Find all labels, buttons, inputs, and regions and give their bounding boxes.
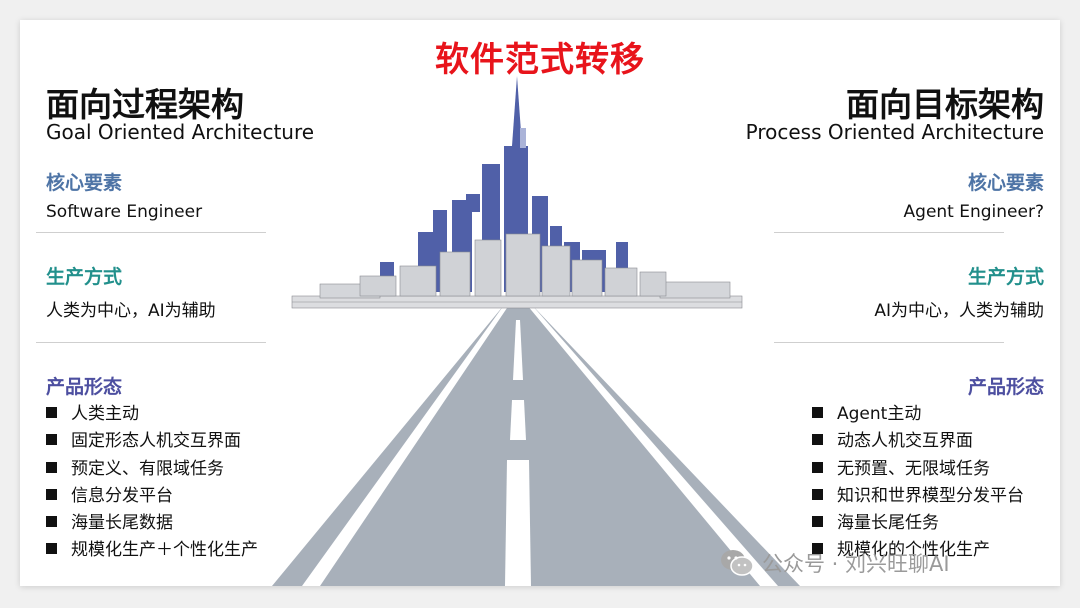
square-bullet-icon <box>46 407 57 418</box>
right-title: 面向目标架构 <box>846 85 1044 124</box>
watermark-text: 公众号 · 刘兴旺聊AI <box>762 552 950 576</box>
list-item: 预定义、有限域任务 <box>46 456 258 483</box>
watermark: 公众号 · 刘兴旺聊AI <box>720 548 950 578</box>
left-divider-2 <box>36 342 266 343</box>
square-bullet-icon <box>812 407 823 418</box>
square-bullet-icon <box>46 488 57 500</box>
square-bullet-icon <box>812 461 823 473</box>
left-form-list: 人类主动 固定形态人机交互界面 预定义、有限域任务 信息分发平台 海量长尾数据 … <box>46 401 258 565</box>
list-item: 动态人机交互界面 <box>812 428 1024 455</box>
list-item: 规模化生产＋个性化生产 <box>46 537 258 564</box>
right-core-heading: 核心要素 <box>967 172 1044 194</box>
square-bullet-icon <box>46 516 57 528</box>
list-item: 固定形态人机交互界面 <box>46 428 258 455</box>
right-divider-1 <box>774 232 1004 233</box>
left-title: 面向过程架构 <box>46 85 244 124</box>
left-core-text: Software Engineer <box>46 202 203 222</box>
list-item: 人类主动 <box>46 401 258 428</box>
right-divider-2 <box>774 342 1004 343</box>
wechat-icon <box>720 549 754 577</box>
left-core-heading: 核心要素 <box>46 172 123 194</box>
square-bullet-icon <box>46 543 57 555</box>
city-skyline-illustration <box>291 76 743 309</box>
square-bullet-icon <box>812 516 823 528</box>
left-subtitle: Goal Oriented Architecture <box>46 120 315 144</box>
left-divider-1 <box>36 232 266 233</box>
right-core-text: Agent Engineer? <box>903 202 1044 222</box>
square-bullet-icon <box>812 488 823 500</box>
list-item: 海量长尾数据 <box>46 510 258 537</box>
list-item: 规模化的个性化生产 <box>812 537 1024 564</box>
road-illustration <box>272 305 800 586</box>
right-form-heading: 产品形态 <box>967 376 1044 398</box>
left-form-heading: 产品形态 <box>46 376 123 398</box>
left-production-text: 人类为中心，AI为辅助 <box>46 301 216 321</box>
list-item: 海量长尾任务 <box>812 510 1024 537</box>
list-item: Agent主动 <box>812 401 1024 428</box>
page-title: 软件范式转移 <box>435 40 645 80</box>
square-bullet-icon <box>46 434 57 446</box>
list-item: 无预置、无限域任务 <box>812 456 1024 483</box>
right-form-list: Agent主动 动态人机交互界面 无预置、无限域任务 知识和世界模型分发平台 海… <box>812 401 1024 565</box>
city-road-illustration <box>272 76 800 586</box>
square-bullet-icon <box>46 461 57 473</box>
left-production-heading: 生产方式 <box>46 266 123 288</box>
square-bullet-icon <box>812 434 823 446</box>
list-item: 知识和世界模型分发平台 <box>812 483 1024 510</box>
list-item: 信息分发平台 <box>46 483 258 510</box>
slide: 软件范式转移 面向过程架构 Goal Oriented Architecture… <box>20 20 1060 586</box>
right-subtitle: Process Oriented Architecture <box>745 120 1044 144</box>
right-production-text: AI为中心，人类为辅助 <box>874 301 1044 321</box>
square-bullet-icon <box>812 543 823 555</box>
right-production-heading: 生产方式 <box>967 266 1044 288</box>
